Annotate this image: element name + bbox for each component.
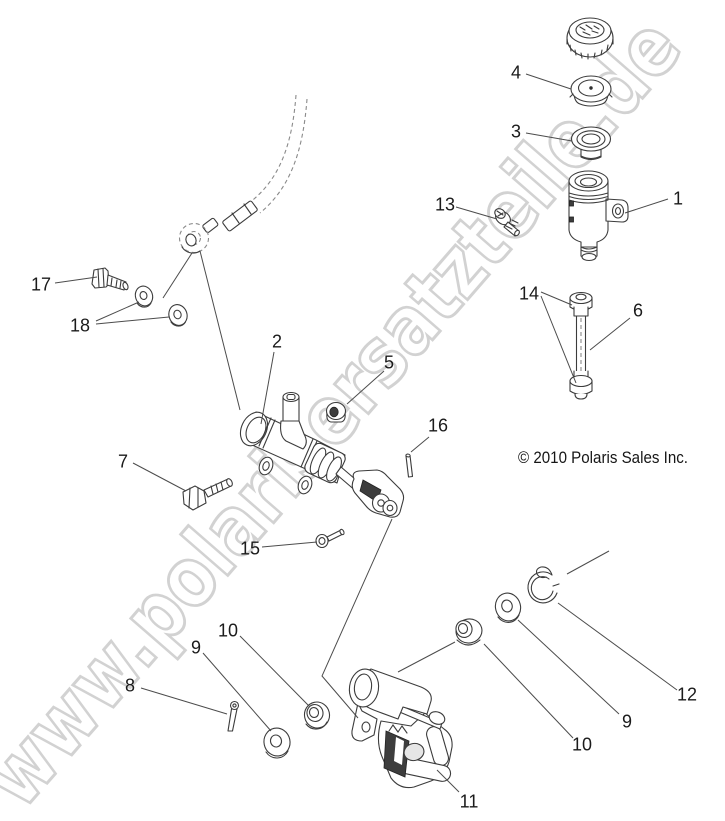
leader-line-2 — [260, 351, 275, 425]
leader-line-5 — [346, 370, 385, 405]
small-pin — [405, 453, 414, 478]
reservoir-cap — [566, 17, 614, 60]
diaphragm — [570, 126, 612, 161]
assembly-line — [321, 518, 393, 719]
callout-9: 9 — [191, 638, 201, 658]
master-cylinder — [239, 391, 405, 518]
leader-line-13 — [455, 206, 498, 220]
brake-hose — [178, 94, 308, 254]
callout-2: 2 — [272, 332, 282, 352]
leader-line-9 — [517, 619, 620, 715]
grommet — [325, 401, 347, 423]
callout-13: 13 — [435, 195, 455, 215]
upper-fitting — [573, 306, 589, 317]
callout-17: 17 — [31, 275, 51, 295]
callout-10: 10 — [218, 621, 238, 641]
cotter-pin — [227, 700, 240, 732]
leader-line-12 — [557, 602, 678, 691]
leader-line-14 — [540, 295, 577, 384]
washer-right — [494, 592, 522, 623]
reservoir-screw — [494, 208, 520, 237]
leader-line-11 — [436, 769, 460, 793]
callout-9: 9 — [622, 712, 632, 732]
assembly-line — [199, 250, 241, 411]
callout-1: 1 — [673, 189, 683, 209]
watermark-text: www.polarisersatzteile.de — [0, 1, 700, 821]
diagram-artwork — [91, 17, 629, 789]
fluid-reservoir — [568, 170, 629, 262]
diaphragm-plate — [569, 75, 613, 107]
callout-15: 15 — [240, 539, 260, 559]
washer-left — [263, 727, 291, 759]
leader-line-15 — [261, 541, 318, 548]
copyright-text: © 2010 Polaris Sales Inc. — [518, 449, 688, 467]
assembly-line — [566, 550, 610, 575]
leader-line-7 — [132, 462, 187, 492]
leader-line-3 — [525, 132, 573, 142]
leader-line-14 — [540, 291, 573, 306]
bushing-right — [455, 618, 483, 646]
callout-16: 16 — [428, 416, 448, 436]
assembly-lines — [162, 250, 610, 719]
callout-5: 5 — [384, 353, 394, 373]
callout-7: 7 — [118, 452, 128, 472]
callout-12: 12 — [677, 685, 697, 705]
mounting-bolt — [182, 478, 233, 511]
assembly-line — [162, 252, 193, 299]
bushing-left — [303, 701, 331, 730]
callout-14: 14 — [519, 284, 539, 304]
callout-3: 3 — [511, 122, 521, 142]
callout-18: 18 — [70, 316, 90, 336]
callout-8: 8 — [125, 676, 135, 696]
callout-6: 6 — [633, 301, 643, 321]
leader-line-9 — [202, 652, 272, 732]
leader-line-16 — [410, 436, 430, 453]
leader-line-1 — [624, 198, 669, 214]
leader-line-17 — [54, 276, 98, 284]
leader-line-10 — [239, 635, 310, 707]
callout-10: 10 — [572, 735, 592, 755]
retaining-clip — [527, 566, 560, 604]
sealing-washers — [134, 285, 188, 327]
leader-line-10 — [483, 643, 574, 739]
brake-line-tube — [569, 291, 593, 400]
brake-caliper — [348, 668, 453, 789]
leader-line-6 — [589, 317, 631, 351]
clevis-pin — [315, 528, 345, 549]
caliper-piston — [403, 742, 425, 762]
leader-line-4 — [525, 73, 572, 90]
leader-line-8 — [140, 687, 228, 715]
banjo-bolt — [91, 267, 129, 291]
leader-line-18 — [95, 301, 140, 322]
leader-line-18 — [95, 316, 170, 325]
callout-11: 11 — [460, 792, 479, 812]
assembly-line — [397, 641, 456, 673]
callout-4: 4 — [511, 63, 521, 83]
